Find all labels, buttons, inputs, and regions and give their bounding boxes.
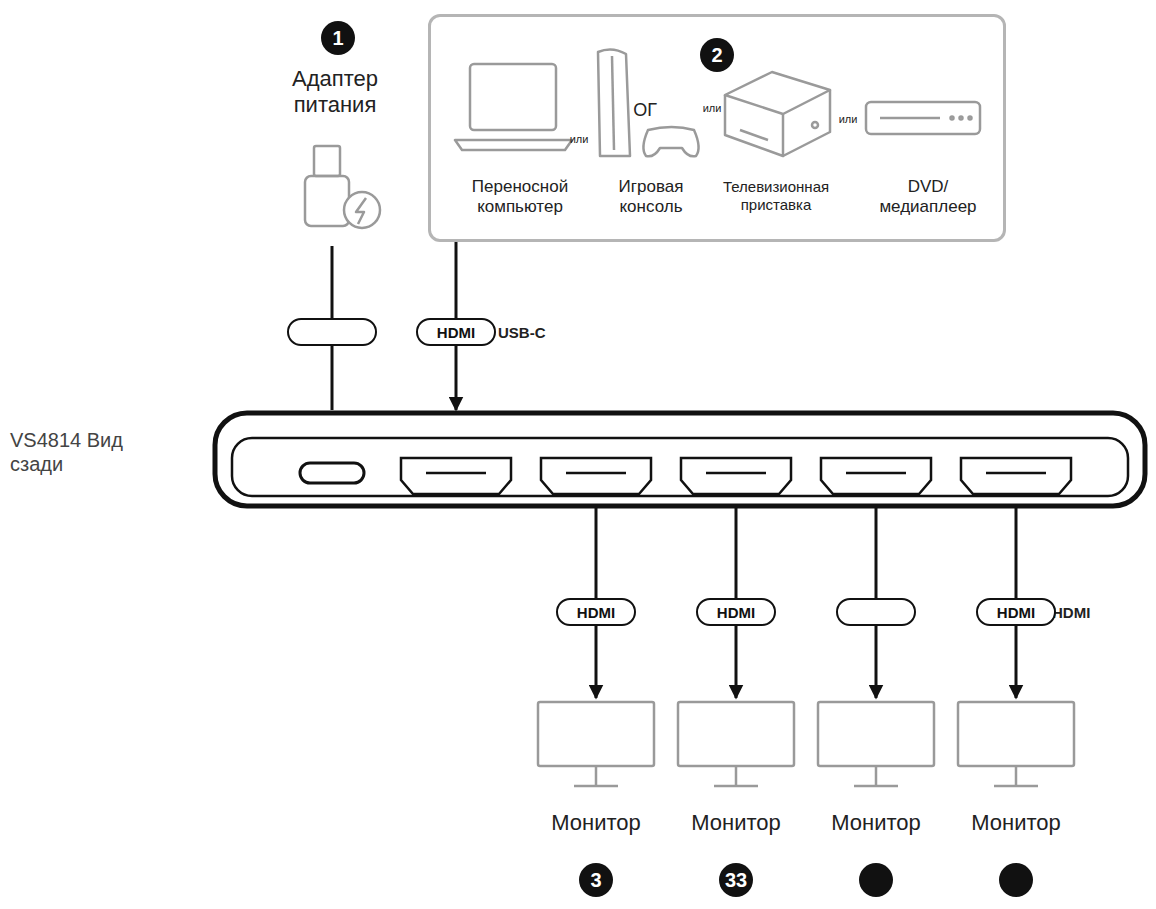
hdmi-port [821,458,931,494]
device-icons [305,49,980,228]
monitor-stand [854,766,898,786]
lightning-symbol [356,198,366,224]
cable-label: HDMI [577,604,615,621]
cable-label: HDMI [717,604,755,621]
tvbox-top [725,72,830,114]
device-label: Игровая консоль [599,177,703,218]
hdmi-port-line [426,472,486,475]
console-line [612,56,614,150]
plug-tip [314,146,340,176]
monitor-stand [994,766,1038,786]
node-label: Адаптер питания [268,66,402,119]
callout-number: 1 [321,21,355,55]
callout-number: 3 [579,863,613,897]
gamepad [643,127,698,156]
laptop-base [455,140,572,150]
cable-tag: HDMI [976,598,1056,626]
switch-body [215,413,1145,506]
hdmi-port [681,458,791,494]
power-symbol [344,192,380,228]
hdmi-port-line [566,472,626,475]
monitor-node: Монитор [674,698,798,790]
annotation-label: или [570,133,589,145]
callout-number: 33 [719,863,753,897]
cable-label: HDMI [437,324,475,341]
usb-c-port [300,463,364,483]
node-label: Монитор [666,810,806,836]
annotation-label: или [703,102,722,114]
plug-body [305,176,349,226]
hdmi-port-line [846,472,906,475]
annotation-label: ОГ [631,100,659,121]
annotation-label: или [839,113,858,125]
node-label: Монитор [946,810,1086,836]
node-label: Монитор [526,810,666,836]
cable-tag: HDMI [696,598,776,626]
laptop-screen [470,64,556,130]
monitor-screen [818,702,934,766]
annotation-label: HDMI [1052,604,1090,621]
dvd-dot [960,117,963,120]
hdmi-port-line [986,472,1046,475]
monitor-node: Монитор [534,698,658,790]
cable-tag [836,598,916,626]
callout-dot [999,863,1033,897]
annotation-label: USB-C [498,324,546,341]
dvd-dot [951,117,954,120]
cable-label: HDMI [997,604,1035,621]
device-label: Телевизионная приставка [710,178,842,214]
device-label: DVD/ медиаплеер [870,177,986,218]
tvbox-front [725,95,783,156]
device-caption: VS4814 Вид сзади [10,428,160,476]
cable-tag: HDMI [556,598,636,626]
console-body [598,49,630,156]
monitor-stand [574,766,618,786]
tvbox-led [812,122,818,128]
hdmi-port-line [706,472,766,475]
cable-tag [287,318,377,346]
cable-tag: HDMI [416,318,496,346]
hdmi-port [961,458,1071,494]
monitor-icons [538,702,1074,786]
dvd-slot [880,117,940,120]
monitor-screen [678,702,794,766]
dvd-dot [969,117,972,120]
monitor-screen [538,702,654,766]
callout-dot [859,863,893,897]
monitor-screen [958,702,1074,766]
node-label: Монитор [806,810,946,836]
switch-node: VS4814 Вид сзади [212,410,1148,508]
hdmi-port [401,458,511,494]
monitor-stand [714,766,758,786]
switch-face [232,438,1128,496]
power-adapter: Адаптер питания [268,64,402,246]
device-label: Переносной компьютер [458,177,582,218]
hdmi-port [541,458,651,494]
monitor-node: Монитор [814,698,938,790]
dvd-player [866,102,980,134]
switch-outline [215,413,1145,506]
tvbox-side [783,90,830,156]
callout-number: 2 [700,38,734,72]
monitor-node: Монитор [954,698,1078,790]
tvbox-slot [740,130,768,140]
